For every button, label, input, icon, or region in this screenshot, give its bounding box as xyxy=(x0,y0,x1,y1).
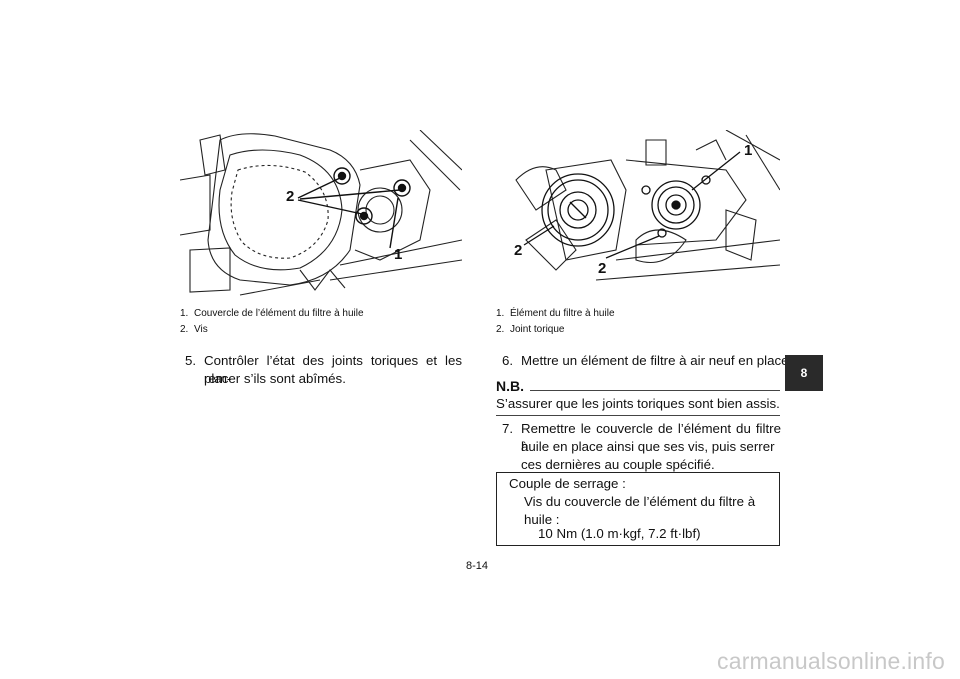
caption-item: 2.Vis xyxy=(180,324,208,335)
step-5: 5. Contrôler l’état des joints toriques … xyxy=(185,353,462,386)
callout-1: 1 xyxy=(744,142,753,159)
note-rule-bottom xyxy=(496,415,780,416)
figure-right-captions: 1.Élément du filtre à huile 2.Joint tori… xyxy=(496,306,780,338)
callout-2: 2 xyxy=(514,242,523,259)
torque-spec-box: Couple de serrage : Vis du couvercle de … xyxy=(496,472,780,546)
caption-item: 1.Couvercle de l’élément du filtre à hui… xyxy=(180,308,364,319)
step-6: 6. Mettre un élément de filtre à air neu… xyxy=(502,353,793,368)
callout-1: 1 xyxy=(394,246,403,263)
spec-value: 10 Nm (1.0 m·kgf, 7.2 ft·lbf) xyxy=(538,526,701,541)
spec-title: Couple de serrage : xyxy=(509,476,626,491)
step-7: 7. Remettre le couvercle de l’élément du… xyxy=(502,421,781,472)
page-number: 8-14 xyxy=(466,560,489,572)
watermark: carmanualsonline.info xyxy=(717,648,945,674)
figure-oil-filter-cover: 2 1 xyxy=(180,130,462,300)
figure-left-captions: 1.Couvercle de l’élément du filtre à hui… xyxy=(180,306,462,338)
callout-2: 2 xyxy=(598,260,607,277)
caption-item: 2.Joint torique xyxy=(496,324,565,335)
note-heading: N.B. xyxy=(496,378,524,394)
engine-cover-illustration xyxy=(180,130,462,296)
figure-oil-filter-element: 1 2 2 xyxy=(496,130,780,300)
spec-item-line2: huile : xyxy=(524,512,560,527)
filter-element-illustration xyxy=(515,130,780,281)
caption-item: 1.Élément du filtre à huile xyxy=(496,308,615,319)
note-text: S’assurer que les joints toriques sont b… xyxy=(496,396,780,411)
note-rule-top xyxy=(530,390,780,391)
spec-item-line1: Vis du couvercle de l’élément du filtre … xyxy=(524,494,756,509)
chapter-tab: 8 xyxy=(785,355,823,391)
callout-2: 2 xyxy=(286,188,295,205)
